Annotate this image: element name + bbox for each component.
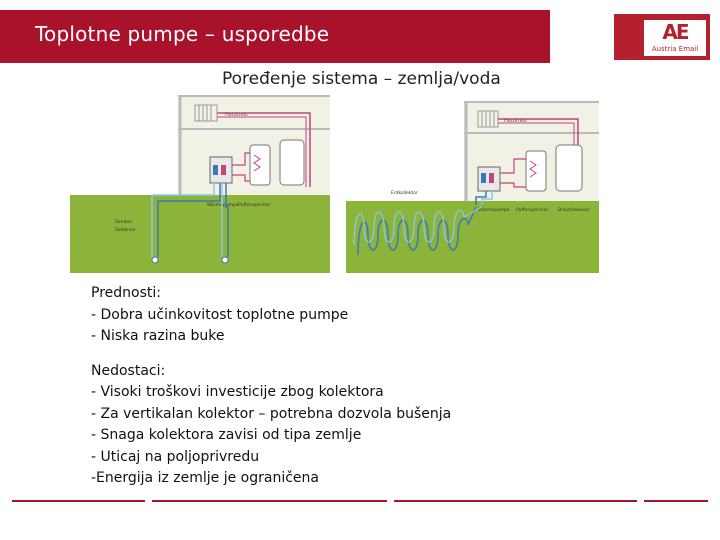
list-item: - Snaga kolektora zavisi od tipa zemlje	[91, 427, 362, 443]
diagram-label: Brauchwasser	[558, 207, 590, 213]
list-item: - Uticaj na poljoprivredu	[91, 448, 260, 465]
buffer-tank-icon	[525, 150, 547, 192]
advantages-heading: Prednosti:	[91, 285, 161, 301]
probe-pipe	[225, 183, 229, 257]
probe-pipe	[157, 183, 221, 257]
diagram-label: Solekreis	[115, 227, 136, 233]
ground-collector-pipe	[353, 206, 483, 246]
horizontal-collector-diagram: Heizkreis Erdkollektor Wärmepumpe Puffer…	[346, 101, 599, 273]
water-tank-icon	[279, 139, 305, 186]
ground-area	[70, 195, 330, 273]
footer-divider	[12, 500, 145, 502]
diagram-label: Wärmepumpe	[478, 207, 510, 213]
company-logo: AE Austria Email	[614, 14, 710, 60]
buffer-tank-icon	[249, 144, 271, 186]
disadvantages-heading: Nedostaci:	[91, 362, 166, 379]
ground-collector-pipe	[357, 206, 477, 256]
vertical-probe-diagram: Heizkreis Wärmepumpe Pufferspeicher Sond…	[70, 95, 330, 273]
diagram-label: Heizkreis	[504, 118, 527, 124]
footer-divider	[394, 500, 637, 502]
footer-divider	[152, 500, 387, 502]
diagram-label: Heizkreis	[225, 112, 248, 118]
diagram-label: Wärmepumpe	[207, 202, 239, 208]
diagram-label: Pufferspeicher	[238, 202, 271, 208]
list-item: - Visoki troškovi investicije zbog kolek…	[91, 384, 384, 400]
title-bar: Toplotne pumpe – usporedbe	[0, 10, 550, 63]
slide-subtitle: Poređenje sistema – zemlja/voda	[222, 69, 501, 89]
diagram-label: Erdkollektor	[391, 190, 418, 196]
text-content: Prednosti: - Dobra učinkovitost toplotne…	[91, 283, 651, 490]
diagram-label: Sonden	[115, 219, 132, 225]
footer-divider	[644, 500, 708, 502]
list-item: - Za vertikalan kolektor – potrebna dozv…	[91, 405, 452, 422]
list-item: -Energija iz zemlje je ograničena	[91, 470, 319, 486]
logo-mark: AE	[662, 20, 689, 44]
list-item: - Dobra učinkovitost toplotne pumpe	[91, 306, 349, 323]
logo-text: Austria Email	[651, 45, 699, 53]
slide-title: Toplotne pumpe – usporedbe	[35, 22, 330, 46]
diagram-label: Pufferspeicher	[516, 207, 549, 213]
probe-pipe	[151, 183, 215, 257]
list-item: - Niska razina buke	[91, 328, 225, 344]
water-tank-icon	[555, 144, 583, 192]
